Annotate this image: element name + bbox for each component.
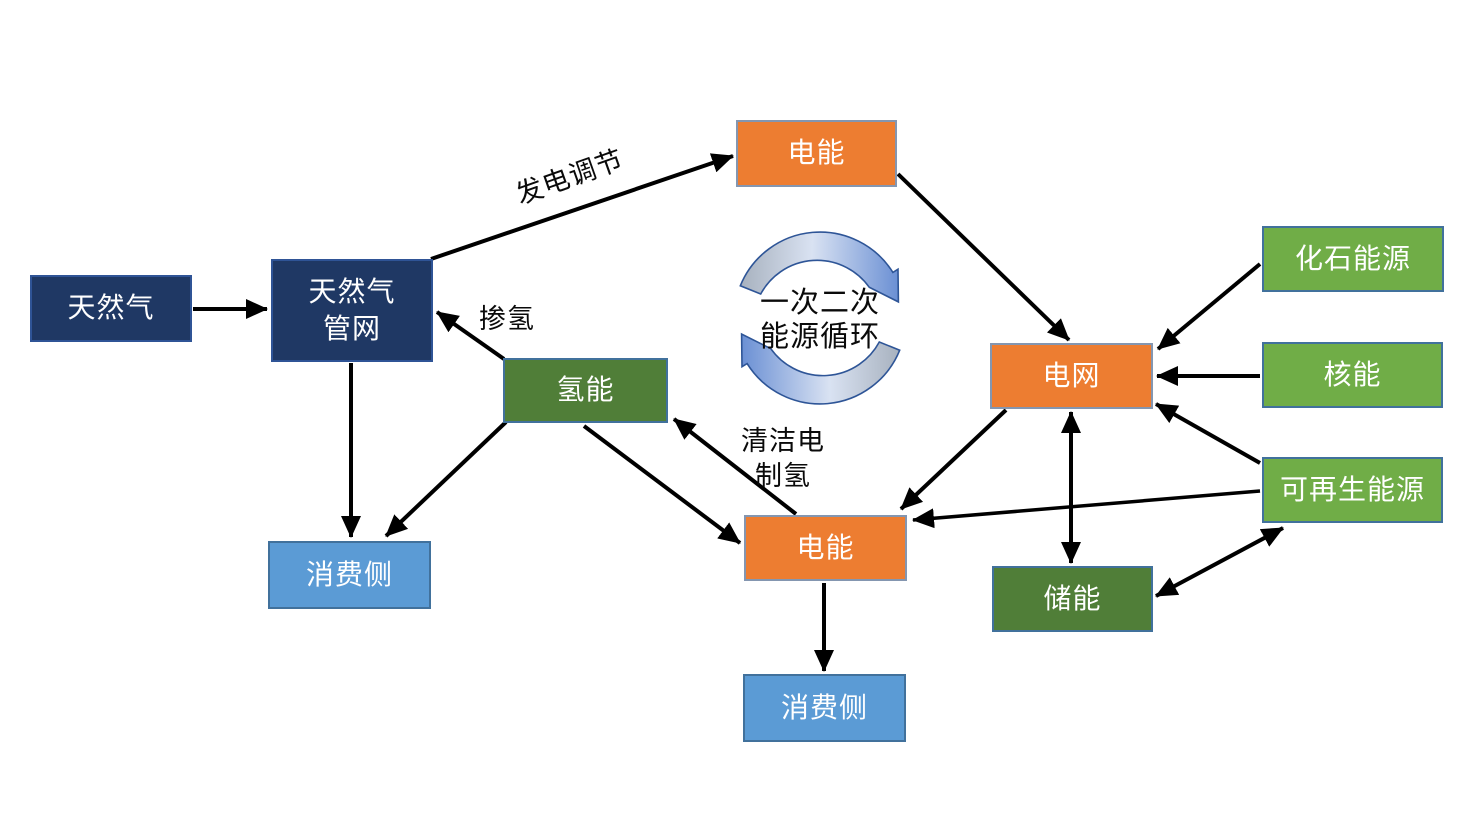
node-consumer-bottom: 消费侧 bbox=[743, 674, 906, 742]
node-natural-gas: 天然气 bbox=[30, 275, 192, 342]
node-hydrogen-label: 氢能 bbox=[556, 374, 615, 406]
cycle-arrow-top bbox=[739, 231, 900, 304]
edge-hydrogen-to-powermid bbox=[582, 424, 742, 545]
edge-renewable-to-powermid bbox=[912, 489, 1261, 529]
edge-storage-renewable-double bbox=[1155, 526, 1284, 598]
edge-powermid-to-hydrogen bbox=[672, 417, 798, 516]
node-power-mid: 电能 bbox=[744, 515, 907, 581]
node-grid-label: 电网 bbox=[1042, 359, 1101, 391]
center-cycle-label-line1: 一次二次 bbox=[759, 287, 880, 319]
node-storage: 储能 bbox=[992, 566, 1153, 632]
center-cycle-label-line2: 能源循环 bbox=[759, 321, 880, 354]
edge-fossil-to-grid bbox=[1156, 262, 1262, 351]
node-gas-network: 天然气 管网 bbox=[271, 259, 433, 362]
node-nuclear-energy: 核能 bbox=[1262, 342, 1443, 408]
node-gas-network-label-line2: 管网 bbox=[322, 312, 381, 344]
edge-gasnetwork-to-powertop bbox=[430, 153, 734, 261]
edge-label-clean-power-line2: 制氢 bbox=[755, 461, 811, 492]
edge-grid-to-powermid bbox=[899, 408, 1008, 511]
node-fossil-energy: 化石能源 bbox=[1262, 226, 1444, 292]
node-gas-network-label-line1: 天然气 bbox=[308, 276, 396, 308]
edge-hydrogen-to-gasnetwork bbox=[435, 310, 506, 361]
node-renewable-energy: 可再生能源 bbox=[1262, 457, 1443, 523]
edge-label-hydrogen-blending: 掺氢 bbox=[479, 304, 535, 334]
node-grid: 电网 bbox=[990, 343, 1153, 409]
node-fossil-energy-label: 化石能源 bbox=[1294, 242, 1411, 274]
edge-hydrogen-to-consumerleft bbox=[384, 420, 508, 538]
node-renewable-energy-label: 可再生能源 bbox=[1279, 473, 1425, 505]
node-power-mid-label: 电能 bbox=[796, 531, 855, 563]
center-cycle-label: 一次二次 能源循环 bbox=[738, 286, 902, 354]
node-storage-label: 储能 bbox=[1043, 582, 1102, 614]
node-natural-gas-label: 天然气 bbox=[67, 292, 155, 324]
edge-powertop-to-grid bbox=[896, 172, 1071, 342]
node-consumer-left: 消费侧 bbox=[268, 541, 431, 609]
node-consumer-left-label: 消费侧 bbox=[305, 558, 393, 590]
node-power-top-label: 电能 bbox=[787, 137, 846, 169]
node-nuclear-energy-label: 核能 bbox=[1323, 358, 1382, 390]
node-consumer-bottom-label: 消费侧 bbox=[780, 691, 868, 723]
edge-label-clean-power-line1: 清洁电 bbox=[741, 426, 825, 456]
node-power-top: 电能 bbox=[736, 120, 897, 187]
cycle-arrow-bottom bbox=[740, 332, 901, 405]
edge-renewable-to-grid bbox=[1155, 402, 1261, 465]
node-hydrogen: 氢能 bbox=[503, 358, 668, 423]
edge-label-clean-power: 清洁电 制氢 bbox=[730, 424, 836, 494]
